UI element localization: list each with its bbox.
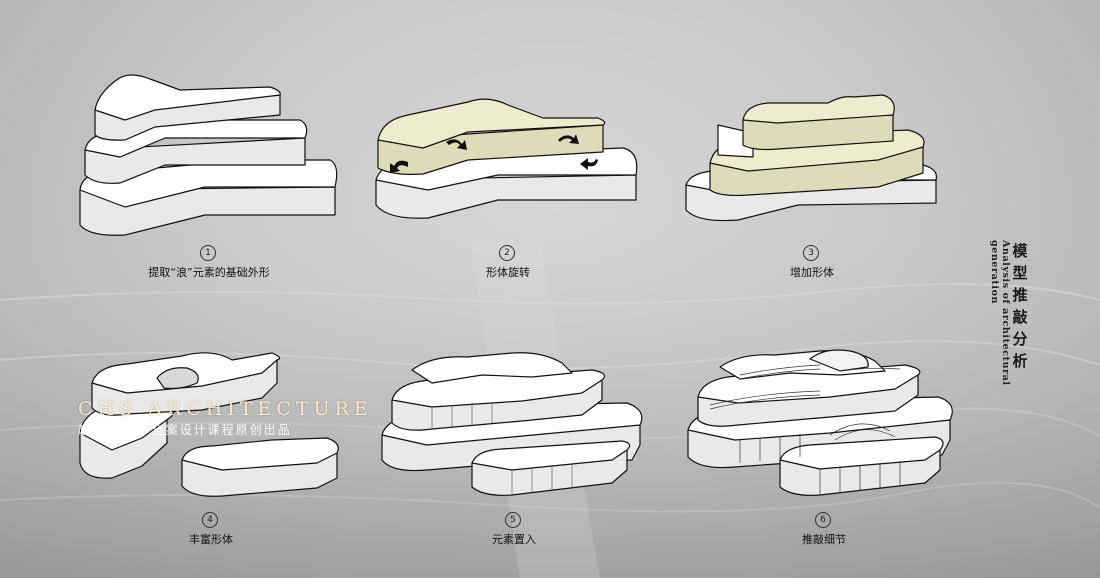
model-step-3 xyxy=(678,85,958,265)
watermark-subtitle: 超前设计 | 全案设计课程原创出品 xyxy=(78,423,292,437)
side-title-char: 推 xyxy=(1012,286,1028,304)
side-title-char: 模 xyxy=(1012,242,1028,260)
side-title-char: 分 xyxy=(1012,330,1028,348)
model-step-5 xyxy=(372,345,652,525)
step-caption-6: 推敲细节 xyxy=(802,533,846,546)
model-step-4 xyxy=(72,338,352,518)
side-title-char: 型 xyxy=(1012,264,1028,282)
side-title-chinese: 模 型 推 敲 分 析 xyxy=(1010,240,1030,372)
model-step-1 xyxy=(70,65,350,245)
step-number-6: 6 xyxy=(815,512,831,528)
model-step-6 xyxy=(680,345,960,525)
step-caption-4: 丰富形体 xyxy=(189,533,233,546)
step-caption-2: 形体旋转 xyxy=(486,266,530,279)
model-step-2 xyxy=(368,90,648,270)
step-caption-1: 提取“浪”元素的基础外形 xyxy=(148,266,270,279)
step-number-5: 5 xyxy=(505,512,521,528)
step-caption-5: 元素置入 xyxy=(492,533,536,546)
side-title-char: 析 xyxy=(1012,352,1028,370)
step-caption-3: 增加形体 xyxy=(790,266,834,279)
step-number-4: 4 xyxy=(202,512,218,528)
rotation-arrows xyxy=(390,134,598,173)
step-number-2: 2 xyxy=(499,245,515,261)
side-title-english: Analysis of architectural generation xyxy=(989,240,1011,386)
watermark-title: CHS ARCHITECTURE xyxy=(78,398,373,420)
side-title-char: 敲 xyxy=(1012,308,1028,326)
step-number-1: 1 xyxy=(200,245,216,261)
step-number-3: 3 xyxy=(803,245,819,261)
